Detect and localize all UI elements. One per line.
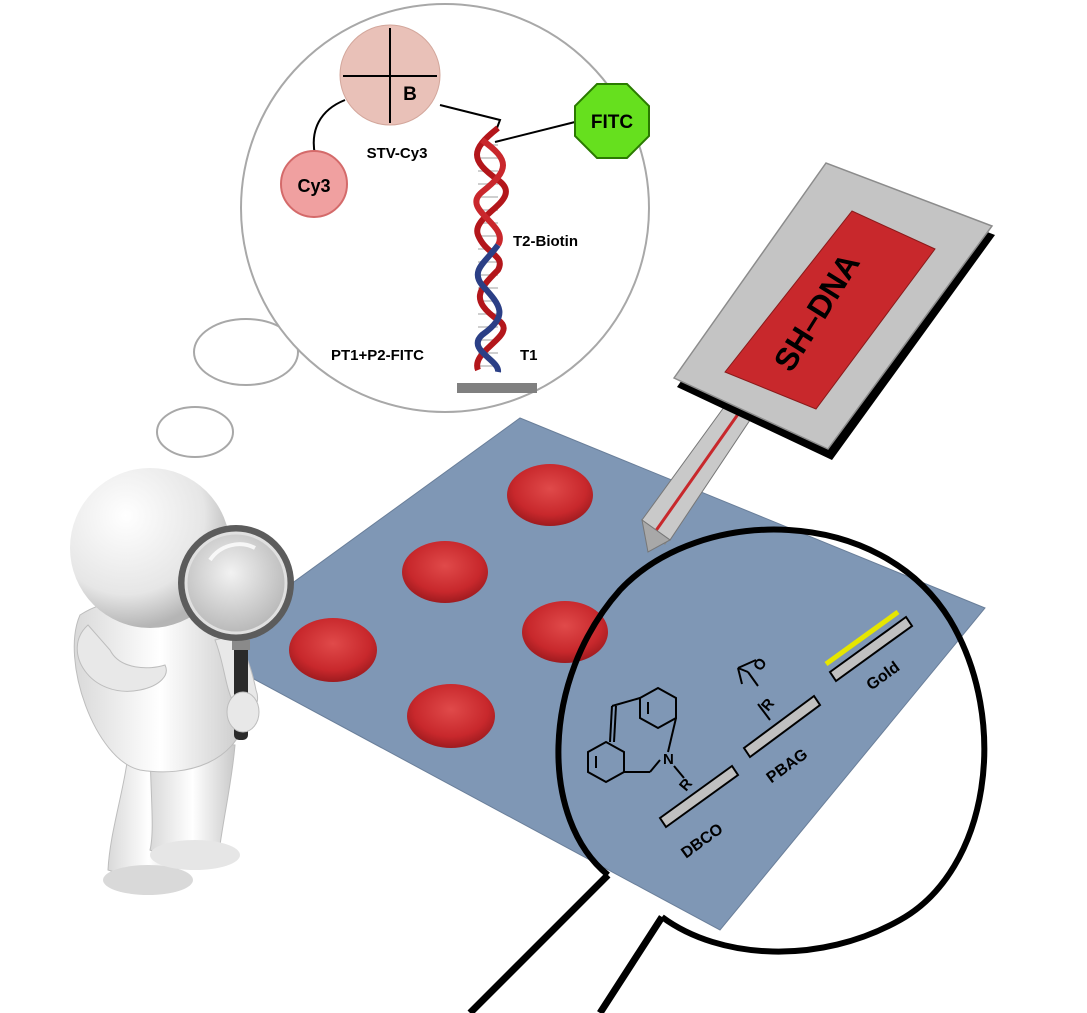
dbco-structure bbox=[587, 686, 685, 784]
fitc-label: FITC bbox=[591, 112, 633, 133]
person-figure-icon bbox=[70, 468, 294, 895]
glass-slide bbox=[199, 417, 986, 931]
dna-strand-blue bbox=[474, 243, 503, 373]
spot bbox=[522, 601, 608, 663]
dbco-surface-bar bbox=[658, 764, 740, 829]
bubble-outline bbox=[240, 3, 650, 413]
biotin-linker bbox=[439, 104, 502, 129]
stamp-pin-tip bbox=[641, 518, 671, 553]
spot bbox=[507, 464, 593, 526]
gold-layer bbox=[824, 609, 900, 667]
biotin-label: B bbox=[403, 84, 417, 105]
thought-bubble-medium bbox=[193, 318, 299, 386]
t2-biotin-label: T2-Biotin bbox=[513, 233, 578, 250]
sh-dna-stamp: SH–DNA bbox=[641, 162, 995, 553]
spot bbox=[402, 541, 488, 603]
magnifying-glass-lens bbox=[184, 531, 288, 635]
magnifier-rim bbox=[555, 526, 988, 955]
person-arm-left bbox=[76, 624, 167, 692]
dna-assay-bubble: B Cy3 STV-Cy3 FITC bbox=[240, 3, 650, 413]
streptavidin-label: STV-Cy3 bbox=[367, 145, 428, 162]
spot bbox=[289, 618, 377, 682]
cy3-circle bbox=[280, 150, 348, 218]
dna-helix bbox=[473, 125, 509, 373]
spot-array bbox=[289, 464, 608, 748]
n-atom-label: N bbox=[663, 751, 674, 768]
dna-strand-red-2 bbox=[473, 137, 506, 247]
person-foot-front bbox=[150, 840, 240, 870]
thought-bubble-small bbox=[156, 406, 234, 458]
t1-label: T1 bbox=[520, 347, 538, 364]
person-hand-right bbox=[226, 691, 260, 733]
stamp-pad bbox=[724, 210, 936, 410]
gold-surface-bar bbox=[828, 615, 914, 683]
magnifier-handle bbox=[467, 872, 665, 1013]
person-foot-back bbox=[103, 865, 193, 895]
cy3-label: Cy3 bbox=[297, 176, 330, 196]
pbag-surface-bar bbox=[742, 694, 822, 759]
fitc-octagon bbox=[574, 83, 650, 159]
probe-label: PT1+P2-FITC bbox=[331, 347, 424, 364]
pbag-structure bbox=[737, 659, 771, 721]
cy3-linker bbox=[312, 99, 346, 156]
spot bbox=[407, 684, 495, 748]
stamp-pin-channel bbox=[653, 399, 750, 533]
thought-trail bbox=[156, 318, 299, 458]
surface-bar bbox=[457, 383, 537, 393]
fitc-linker bbox=[494, 121, 576, 143]
